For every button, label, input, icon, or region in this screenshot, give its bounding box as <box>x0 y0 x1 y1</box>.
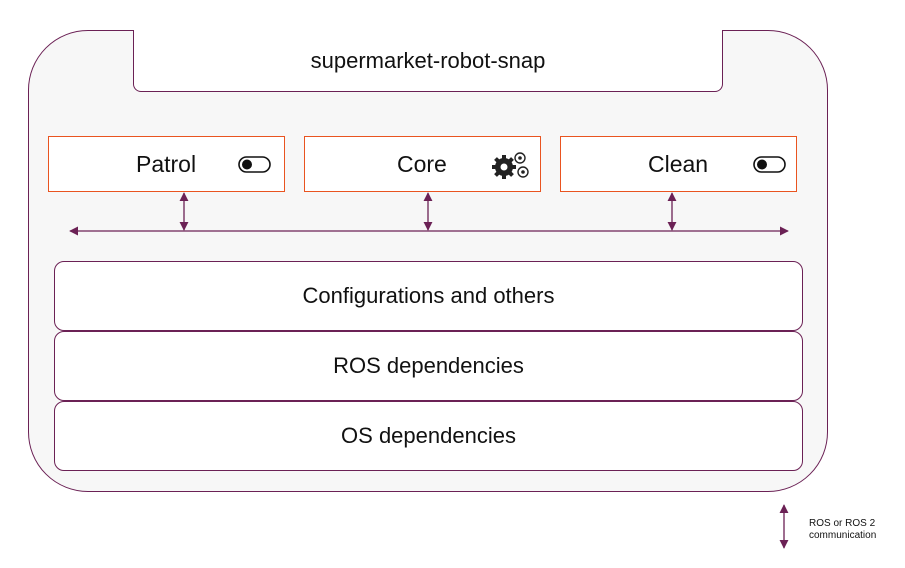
layer-configurations-label: Configurations and others <box>302 283 555 308</box>
layer-os-dependencies-label: OS dependencies <box>341 423 516 448</box>
gears-icon <box>492 152 529 179</box>
snap-title: supermarket-robot-snap <box>310 47 546 73</box>
app-core: Core <box>304 136 541 192</box>
toggle-icon <box>238 156 271 173</box>
layer-os-dependencies: OS dependencies <box>54 401 803 471</box>
app-patrol-label: Patrol <box>136 151 197 177</box>
app-core-label: Core <box>397 151 447 177</box>
layer-ros-dependencies-label: ROS dependencies <box>333 353 524 378</box>
toggle-icon <box>753 156 786 173</box>
legend-label: ROS or ROS 2 communication <box>809 518 877 541</box>
layer-ros-dependencies: ROS dependencies <box>54 331 803 401</box>
snap-title-box: supermarket-robot-snap <box>133 30 723 92</box>
app-patrol: Patrol <box>48 136 285 192</box>
app-clean-label: Clean <box>648 151 709 177</box>
app-clean: Clean <box>560 136 797 192</box>
layer-configurations: Configurations and others <box>54 261 803 331</box>
